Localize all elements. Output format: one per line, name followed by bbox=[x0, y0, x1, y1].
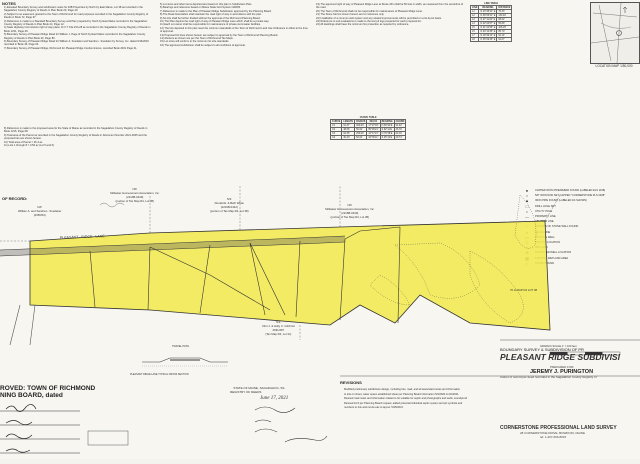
scale-label: GRAPHIC SCALE 1" = 100 feet bbox=[540, 345, 577, 348]
legend-symbol-icon: ● bbox=[525, 188, 529, 193]
table-cell: S 45°12'E bbox=[379, 135, 395, 140]
abutter-label-clint: N/F Clint J. & Holly C. Gilchrist 2931/2… bbox=[262, 320, 295, 336]
curve-table-title: CURVE TABLE bbox=[359, 116, 377, 119]
registry-handwriting bbox=[254, 406, 328, 443]
subdivision-plan-drawing bbox=[0, 185, 560, 345]
notes-block-middle: 5) Lot sizes and other items depicted ar… bbox=[160, 3, 308, 47]
legend-item: • UTILITY POLE bbox=[522, 209, 640, 214]
graphic-scale bbox=[549, 351, 621, 356]
location-map-label: LOCATION MAP 1/50,000 bbox=[595, 64, 633, 68]
legend-text: EXISTING WETLAND AREA bbox=[535, 256, 569, 260]
table-cell: L8 bbox=[469, 37, 480, 42]
signature-lines bbox=[0, 404, 129, 454]
wetland-areas bbox=[369, 194, 537, 324]
table-cell: 29.74' bbox=[393, 135, 407, 140]
title-line-1: BOUNDARY SURVEY & SUBDIVISION OF PR bbox=[500, 347, 584, 352]
lot-lines bbox=[89, 226, 401, 324]
abutter-label-williams: N/F William A. and Sandra L. Snedeker (2… bbox=[18, 205, 62, 217]
location-map bbox=[590, 2, 640, 64]
legend-symbol-icon: — bbox=[525, 214, 529, 220]
firm-address: 28 CORNERSTONE DRIVE, BOWDOIN, MAINE bbox=[520, 431, 585, 435]
prepared-for: PREPARED FOR: bbox=[550, 365, 575, 369]
abutter-label-stillwater-2: N/F Stillwater Homeowners Association, I… bbox=[325, 203, 375, 219]
legend-item: — PROPERTY LINE bbox=[522, 214, 640, 219]
pleasant-ridge-lane bbox=[0, 236, 346, 256]
revisions-list: Modified preliminary subdivision design,… bbox=[344, 388, 494, 411]
legend-item: ● CAPPED IRON PIPE/REBAR FOUND (LABELED E… bbox=[522, 188, 640, 193]
firm-name: CORNERSTONE PROFESSIONAL LAND SURVEY bbox=[500, 425, 617, 431]
road-cross-section bbox=[142, 357, 228, 367]
approval-line-2: NING BOARD, dated bbox=[0, 392, 63, 399]
location-map-drawing bbox=[590, 2, 640, 64]
table-cell: 34°36'11" bbox=[366, 135, 381, 140]
approval-block: ROVED: TOWN OF RICHMOND NING BOARD, date… bbox=[0, 385, 130, 464]
legend-item: □ DRILL HOLE SET bbox=[522, 204, 640, 209]
tree-line bbox=[99, 202, 125, 208]
abutter-label-stillwater: N/F Stillwater Homeowners Association, I… bbox=[110, 187, 160, 203]
firm-tel: tel: 1-207-666-8015 bbox=[540, 435, 567, 439]
notes-block-left: 1) Elevated Boundary Survey and subdivis… bbox=[4, 6, 151, 50]
revision-item: Revised road notes and information relat… bbox=[344, 397, 467, 401]
registry-stamp-date: June 17, 2021 bbox=[260, 396, 289, 401]
legend-text: PROPERTY LINE bbox=[535, 215, 556, 219]
route-201 bbox=[9, 304, 36, 345]
legend-text: IRON PIPE FOUND (LABELED AS SHOWN) bbox=[535, 199, 587, 203]
legend-symbol-icon: ▲ bbox=[525, 198, 529, 204]
revision-item: Revised lot 8 per Planning Board request… bbox=[344, 401, 463, 405]
revision-item: numbers to lots and cul-de-sac to layout… bbox=[344, 406, 403, 410]
record-header: OF RECORD: bbox=[2, 196, 28, 201]
abutter-lines bbox=[0, 185, 560, 340]
legend-text: UTILITY POLE bbox=[535, 209, 553, 213]
table-cell: 91.07' bbox=[496, 37, 513, 42]
notes-block-left-2: 8) Reference is made to the proposed are… bbox=[4, 127, 148, 148]
legend-symbol-icon: • bbox=[526, 208, 528, 214]
legend-item: ▲ IRON PIPE FOUND (LABELED AS SHOWN) bbox=[522, 198, 640, 203]
legend-text: PROPOSED WELL LOCATION bbox=[535, 251, 572, 255]
legend-text: DRILL HOLE SET bbox=[535, 204, 556, 208]
legend-symbol-icon: □ bbox=[525, 203, 529, 209]
abutter-label-donald: N/F Donald E. & Beth White (2216B-0442) … bbox=[210, 197, 249, 213]
notes-header: NOTES bbox=[2, 1, 16, 6]
owner-note: Owner of record per deed recorded in the… bbox=[500, 375, 597, 379]
title-main: PLEASANT RIDGE SUBDIVISI bbox=[500, 352, 620, 362]
revisions-header: REVISIONS bbox=[340, 380, 362, 385]
landowner-note: 70 H MAP R4 LOT 38 bbox=[510, 288, 538, 292]
table-cell: C4 bbox=[329, 135, 343, 140]
title-block: BOUNDARY SURVEY & SUBDIVISION OF PR PLEA… bbox=[500, 345, 640, 459]
registry-stamp: STATE OF MAINE, SAGADAHOC, SS. REGISTRY … bbox=[230, 382, 285, 398]
travel-path-label: TRAVEL PATH bbox=[172, 345, 190, 348]
notes-block-right: 19) The approved right of way of Pleasan… bbox=[316, 3, 464, 27]
revision-item: Modified preliminary subdivision design,… bbox=[344, 388, 461, 391]
road-section-label: PLEASANT RIDGE LANE TYPICAL CROSS SECTIO… bbox=[130, 373, 189, 376]
registry-stamp-text: STATE OF MAINE, SAGADAHOC, SS. REGISTRY … bbox=[230, 386, 286, 394]
legend-text: 5/8" IRON ROD SET CAPPED "CORNERSTONE PL… bbox=[535, 194, 606, 198]
legend-item: ○ 5/8" IRON ROD SET CAPPED "CORNERSTONE P… bbox=[522, 193, 640, 198]
approval-line-1: ROVED: TOWN OF RICHMOND bbox=[0, 385, 96, 392]
legend-text: REMAINS OF STONE WALL FOUND bbox=[535, 225, 579, 229]
legend-text: TEST PIT LOCATION bbox=[535, 241, 561, 245]
revision-item: to lots on sheet, water space establishe… bbox=[344, 392, 460, 396]
legend-text: CAPPED IRON PIPE/REBAR FOUND (LABELED EL… bbox=[535, 189, 606, 192]
owner-name: JEREMY J. PURINGTON bbox=[530, 369, 594, 375]
line-table-title: LINE TABLE bbox=[484, 2, 499, 5]
legend-symbol-icon: ○ bbox=[525, 193, 529, 199]
